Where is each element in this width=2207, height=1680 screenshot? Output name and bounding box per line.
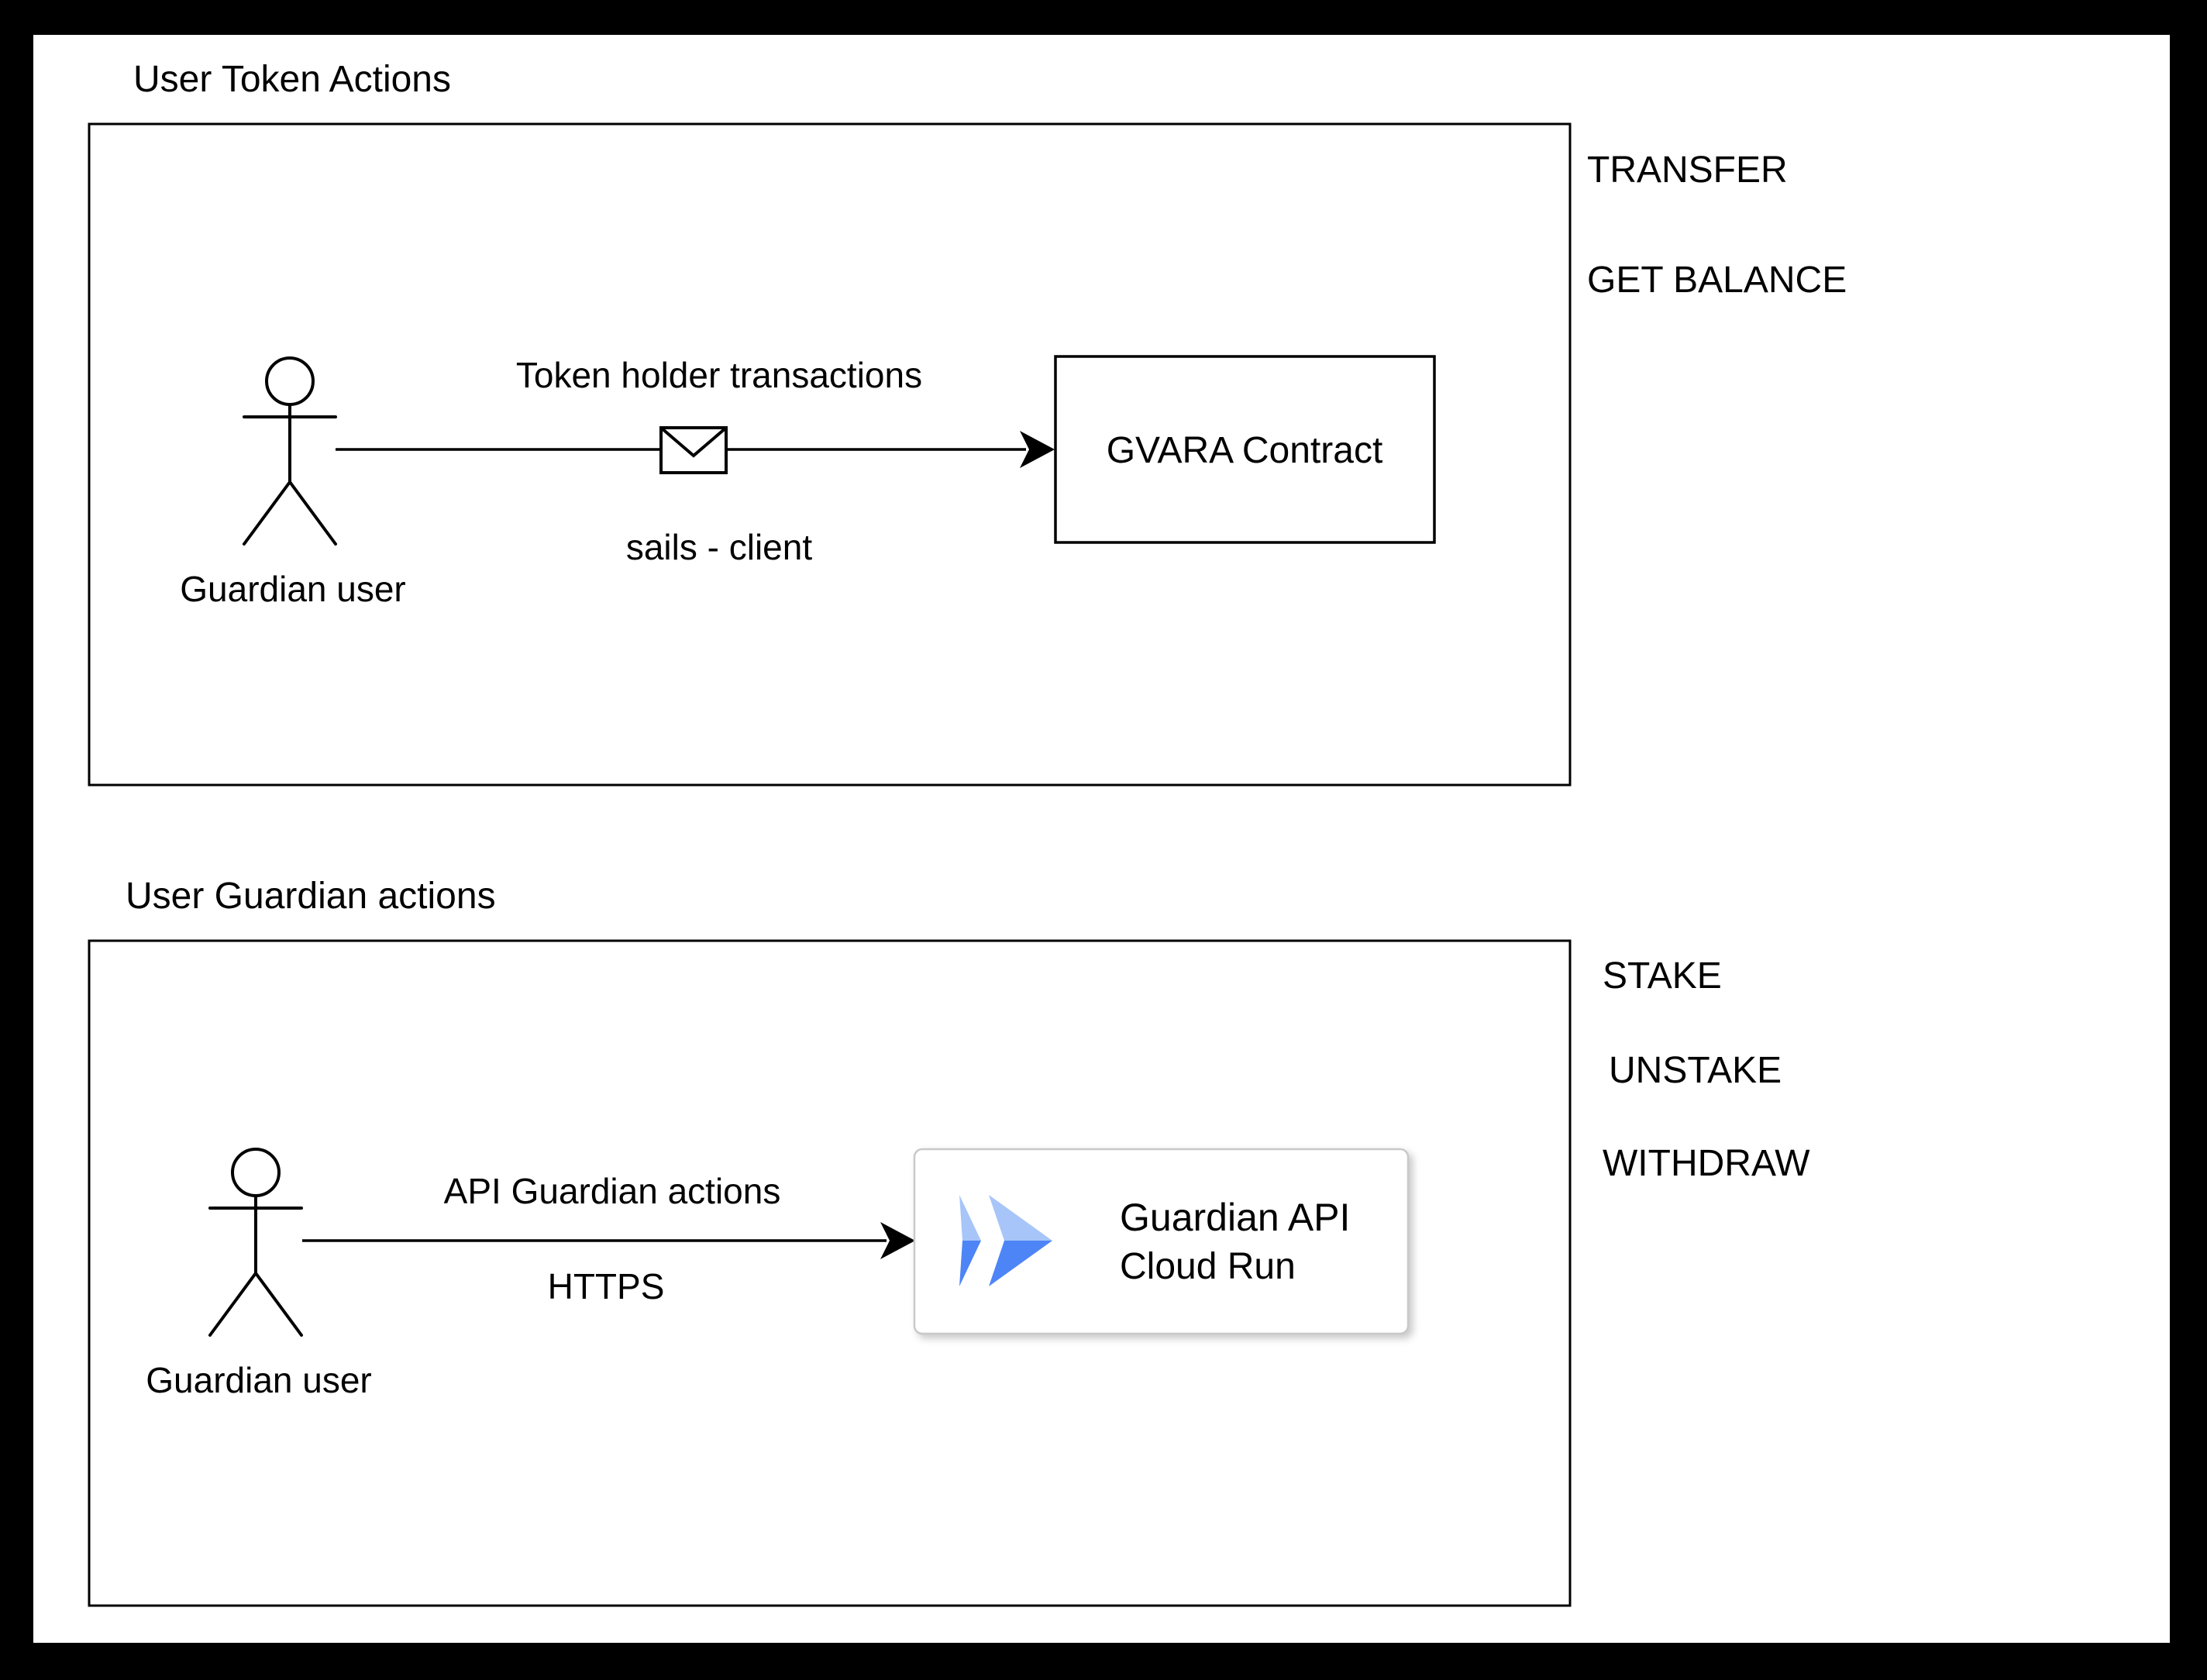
guardian-api-card: Guardian API Cloud Run: [913, 1148, 1410, 1335]
actor-leg-right: [288, 480, 337, 546]
cloud-run-chevron-bottom: [959, 1241, 981, 1286]
actor-leg-right: [254, 1272, 303, 1337]
card-surface: [913, 1148, 1410, 1335]
action-label-withdraw: WITHDRAW: [1603, 1143, 1810, 1184]
actor-leg-left: [208, 1272, 257, 1337]
guardian-api-subtitle: Cloud Run: [1120, 1246, 1296, 1287]
connector-2-label-bottom: HTTPS: [548, 1266, 665, 1306]
connector-1-label-bottom: sails - client: [626, 527, 813, 567]
cloud-run-chevron-top: [959, 1195, 981, 1241]
gvara-contract-box: [1054, 355, 1436, 544]
action-label-unstake: UNSTAKE: [1609, 1050, 1782, 1091]
action-label-get-balance: GET BALANCE: [1587, 260, 1847, 301]
token-transactions-connector: [336, 426, 1055, 474]
guardian-user-actor-1: [243, 356, 337, 546]
cloud-run-triangle-bottom: [989, 1241, 1052, 1286]
section-2-boundary-box: [88, 939, 1572, 1607]
page-background: [33, 35, 2170, 1643]
arrowhead-icon: [1020, 431, 1055, 468]
connector-1-label-top: Token holder transactions: [516, 355, 922, 395]
api-actions-connector: [302, 1222, 915, 1259]
cloud-run-icon: [959, 1195, 1052, 1286]
actor-leg-left: [243, 480, 291, 546]
arrowhead-icon: [880, 1222, 915, 1259]
guardian-api-title: Guardian API: [1120, 1196, 1350, 1239]
section-1-boundary-box: [88, 122, 1572, 787]
envelope-flap: [659, 426, 728, 458]
section-2-title: User Guardian actions: [126, 876, 496, 917]
action-label-transfer: TRANSFER: [1587, 150, 1788, 191]
connector-2-label-top: API Guardian actions: [444, 1171, 781, 1211]
section-1-title: User Token Actions: [133, 59, 451, 100]
actor-1-label: Guardian user: [180, 569, 406, 609]
envelope-icon: [659, 426, 728, 474]
guardian-user-actor-2: [208, 1148, 303, 1337]
actor-2-label: Guardian user: [146, 1360, 372, 1400]
cloud-run-triangle-top: [989, 1195, 1052, 1241]
gvara-contract-label: GVARA Contract: [1107, 430, 1383, 471]
action-label-stake: STAKE: [1603, 955, 1722, 997]
